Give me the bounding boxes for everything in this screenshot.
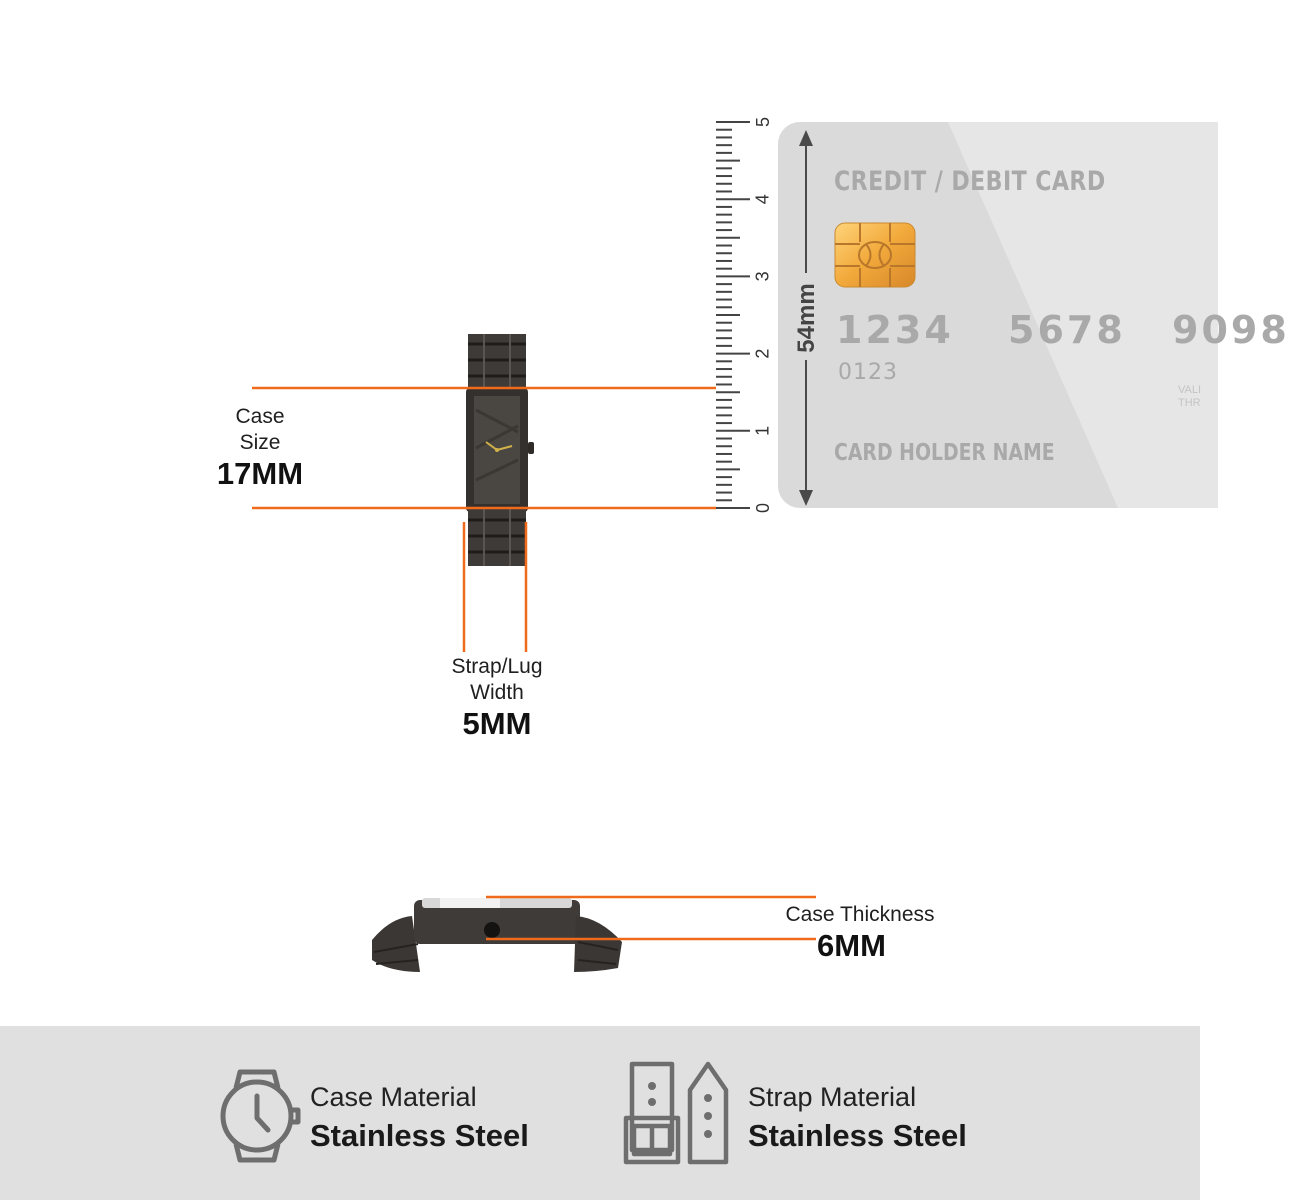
case-size-line1: Case	[235, 405, 285, 428]
strap-material-label: Strap Material	[748, 1082, 917, 1112]
card-valid-thru: VALI THR	[1178, 384, 1201, 410]
ruler: 0 1 2 3 4 5	[716, 117, 773, 513]
case-material-value: Stainless Steel	[310, 1118, 529, 1153]
watch-side-view	[372, 898, 622, 972]
ruler-label: 1	[753, 426, 773, 436]
card-number-group-1: 1234	[836, 308, 954, 352]
strap-width-line1: Strap/Lug	[451, 655, 543, 678]
ruler-label: 0	[753, 503, 773, 513]
card-height-dimension: 54mm	[793, 130, 820, 506]
card-number: 1234 5678 9098	[836, 308, 1290, 352]
card-small-number: 0123	[838, 360, 898, 385]
case-size-line2: Size	[239, 431, 281, 454]
watch-bracelet-bottom	[468, 508, 526, 566]
strap-material-value: Stainless Steel	[748, 1118, 967, 1153]
ruler-label: 2	[753, 349, 773, 359]
case-material-label: Case Material	[310, 1082, 477, 1112]
card-number-group-3: 9098	[1172, 308, 1290, 352]
card-sheen	[948, 122, 1218, 508]
watch-case	[466, 388, 534, 512]
card-valid-line: THR	[1178, 397, 1201, 409]
strap-width-label: Strap/Lug Width 5MM	[426, 654, 568, 742]
ruler-label: 3	[753, 271, 773, 281]
case-size-value: 17MM	[216, 456, 304, 491]
watch-front-view	[466, 334, 534, 566]
card-height-label: 54mm	[793, 283, 820, 352]
case-thickness-label: Case Thickness 6MM	[760, 902, 960, 964]
strap-width-line2: Width	[470, 681, 524, 704]
chip-icon	[834, 222, 916, 288]
watch-icon	[220, 1069, 301, 1163]
strap-width-value: 5MM	[462, 706, 532, 741]
card-valid-line: VALI	[1178, 384, 1202, 396]
ruler-label: 4	[753, 194, 773, 204]
credit-card: CREDIT / DEBIT CARD 1234 5678 9098 0123 …	[778, 122, 1287, 508]
ruler-label: 5	[753, 117, 773, 127]
case-thickness-value: 6MM	[817, 928, 886, 963]
case-thickness-text: Case Thickness	[785, 903, 935, 926]
card-number-group-2: 5678	[1008, 308, 1126, 352]
card-title: CREDIT / DEBIT CARD	[834, 166, 1106, 197]
case-size-label: Case Size 17MM	[200, 404, 320, 492]
card-holder-name: CARD HOLDER NAME	[834, 440, 1055, 466]
strap-icon	[623, 1061, 729, 1165]
materials-band: Case Material Stainless Steel Strap Mate…	[0, 1026, 1200, 1200]
